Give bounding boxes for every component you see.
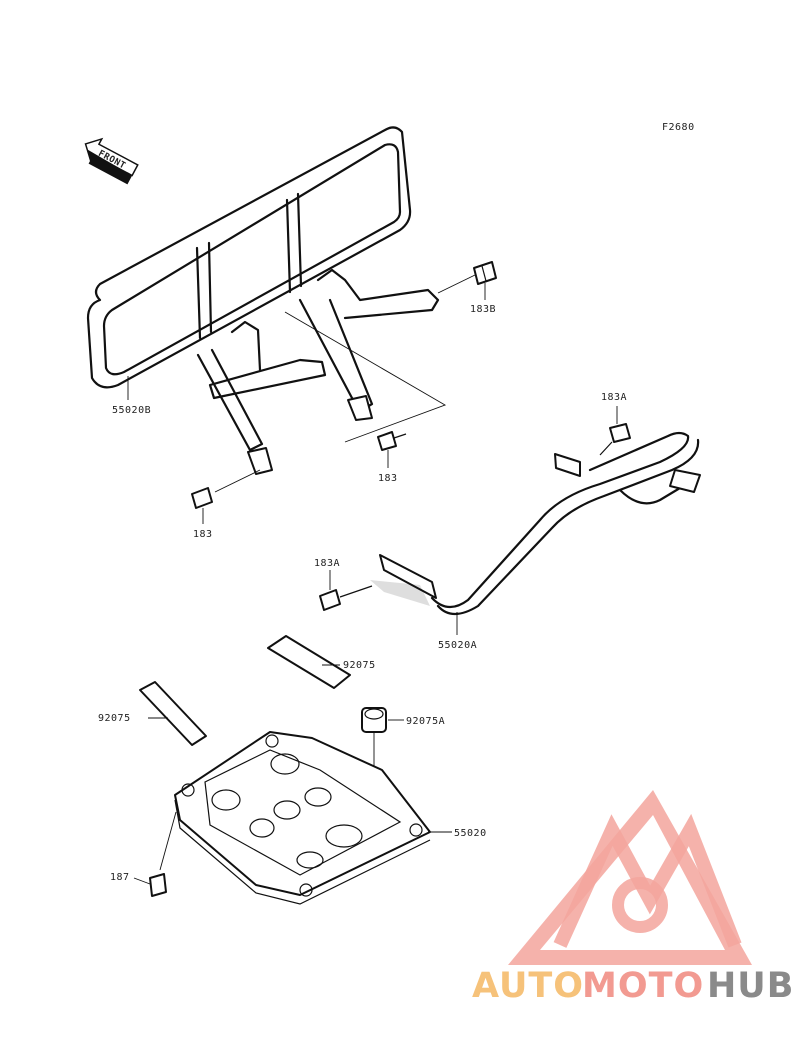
bolt-183-lower-icon [191,469,261,509]
rear-carrier [86,126,440,475]
bolt-183a-upper-icon [599,423,631,456]
label-55020a: 55020A [438,640,477,651]
front-bar [370,431,701,616]
label-183b: 183B [470,304,496,315]
watermark-moto: MOTO [582,966,704,1006]
label-183-upper: 183 [378,473,398,484]
label-55020: 55020 [454,828,487,839]
bolt-183a-lower-icon [319,585,373,611]
label-92075-lower: 92075 [98,713,131,724]
label-92075a: 92075A [406,716,445,727]
label-183a-lower: 183A [314,558,340,569]
label-187: 187 [110,872,130,883]
label-92075-upper: 92075 [343,660,376,671]
figure-code: F2680 [662,122,695,133]
front-arrow-icon: FRONT [84,137,139,185]
bolt-183-upper-icon [377,431,407,451]
label-183a-upper: 183A [601,392,627,403]
pad-lower [139,681,207,746]
watermark-hub: HUB [707,966,794,1006]
pad-upper [267,635,351,689]
bolt-187-icon [149,811,177,897]
label-55020b: 55020B [112,405,151,416]
skid-plate [174,731,431,905]
watermark-auto: AUTO [472,966,584,1006]
watermark-logo: AUTO MOTO HUB [472,790,794,1006]
bolt-183b-icon [437,261,497,294]
label-183-lower: 183 [193,529,213,540]
